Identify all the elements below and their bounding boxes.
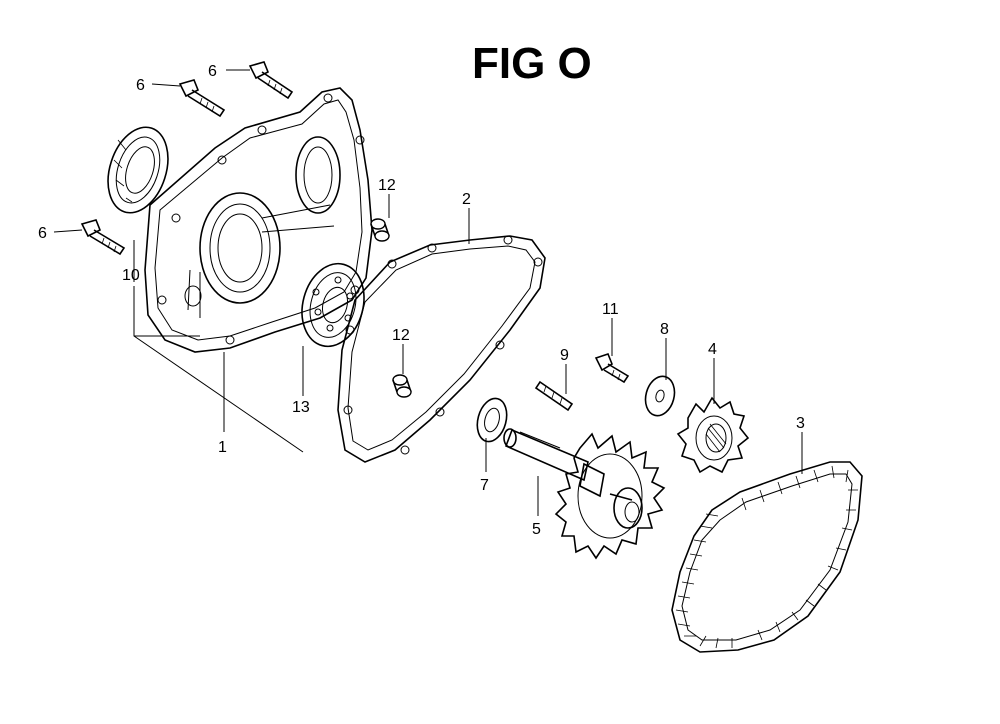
dowel-pin-upper	[370, 218, 390, 242]
callout-1: 1	[218, 439, 227, 456]
transmission-cover	[144, 87, 373, 353]
bolt-middle	[178, 79, 226, 118]
bearing	[301, 262, 365, 348]
callout-3: 3	[796, 415, 805, 432]
callout-12-upper: 12	[378, 177, 396, 194]
thrust-washer	[476, 397, 508, 443]
bolt-left	[80, 219, 126, 256]
drive-chain	[671, 461, 863, 653]
callout-4: 4	[708, 341, 717, 358]
callout-9: 9	[560, 347, 569, 364]
oil-seal	[107, 126, 169, 214]
bolt-small	[594, 353, 630, 384]
callout-12-lower: 12	[392, 327, 410, 344]
dowel-pin-lower	[392, 374, 412, 398]
callout-8: 8	[660, 321, 669, 338]
callout-6-top: 6	[208, 63, 217, 80]
callout-13: 13	[292, 399, 310, 416]
callout-11: 11	[602, 301, 619, 318]
driven-sprocket	[554, 432, 666, 560]
figure-title: FIG O	[472, 39, 592, 88]
callout-5: 5	[532, 521, 541, 538]
key	[534, 380, 574, 412]
gasket	[337, 235, 546, 463]
callout-10: 10	[122, 267, 140, 284]
callout-7: 7	[480, 477, 489, 494]
leader-lines	[53, 69, 803, 516]
driven-shaft	[503, 428, 605, 498]
callout-6-middle: 6	[136, 77, 145, 94]
callout-2: 2	[462, 191, 471, 208]
callout-6-left: 6	[38, 225, 47, 242]
drive-sprocket	[676, 396, 750, 474]
bolt-top	[248, 61, 294, 100]
washer	[644, 375, 676, 417]
callouts: 6 6 6 10 12 2 12 13 1 11 8 9 4 3 7 5	[38, 63, 805, 538]
